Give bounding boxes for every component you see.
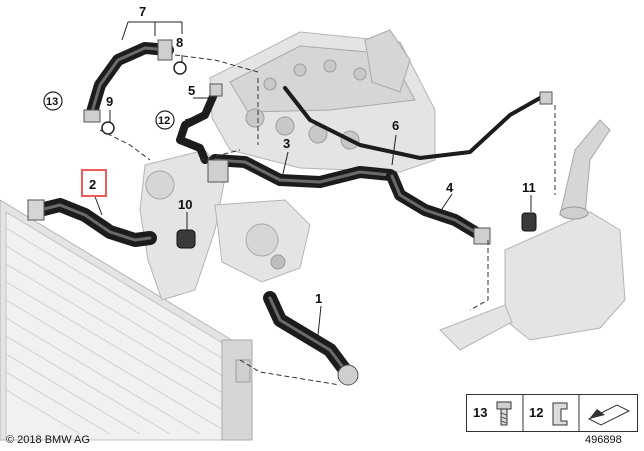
callout-2-highlight xyxy=(81,169,107,197)
assembly-lines xyxy=(99,54,556,386)
diagram-id: 496898 xyxy=(585,434,622,446)
part-8-ring xyxy=(173,61,187,75)
copyright-text: © 2018 BMW AG xyxy=(6,434,90,446)
callout-2: 2 xyxy=(89,177,96,192)
hose-1 xyxy=(263,291,359,386)
legend-box: 13 12 xyxy=(466,394,638,432)
part-11-sensor xyxy=(521,212,537,232)
callout-12-circle xyxy=(155,110,175,130)
bolt-icon xyxy=(496,401,512,426)
hose-3 xyxy=(207,154,396,188)
callout-4: 4 xyxy=(446,180,454,195)
expansion-tank xyxy=(439,119,626,351)
callout-8: 8 xyxy=(176,35,183,50)
legend-label-12: 12 xyxy=(529,405,543,420)
callout-9: 9 xyxy=(106,94,113,109)
callout-10: 10 xyxy=(178,197,192,212)
hose-4 xyxy=(386,170,491,245)
callout-13: 13 xyxy=(46,96,58,108)
callout-1: 1 xyxy=(315,291,322,306)
legend-label-13: 13 xyxy=(473,405,487,420)
callout-13-circle xyxy=(43,91,63,111)
legend-graphics: 13 12 xyxy=(473,395,631,431)
callout-12: 12 xyxy=(158,115,170,127)
part-10-cap xyxy=(176,229,196,249)
clip-icon xyxy=(552,402,568,426)
callout-7: 7 xyxy=(139,4,146,19)
hose-7 xyxy=(83,39,174,123)
callouts: 7 8 13 9 5 12 3 6 4 11 10 1 2 xyxy=(43,4,536,306)
callout-6: 6 xyxy=(392,118,399,133)
hose-5 xyxy=(176,83,223,164)
radiator xyxy=(0,199,253,441)
callout-5: 5 xyxy=(188,83,195,98)
engine-block xyxy=(209,29,436,173)
hose-2 xyxy=(27,198,157,247)
water-pump-housing xyxy=(139,149,311,301)
callout-11: 11 xyxy=(522,180,536,195)
callout-3: 3 xyxy=(283,136,290,151)
leader-lines xyxy=(93,21,532,336)
direction-arrow-icon xyxy=(587,404,631,426)
vent-line-6 xyxy=(283,86,553,160)
